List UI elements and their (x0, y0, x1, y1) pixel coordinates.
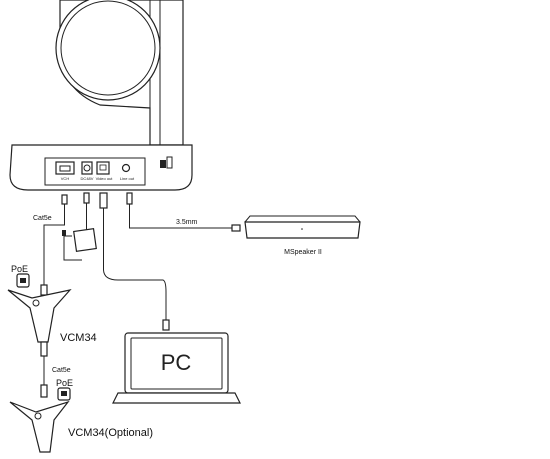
cat5e-cable-bottom: Cat5e (40, 341, 71, 398)
mspeaker-device: MSpeaker II (244, 215, 361, 256)
speaker-label: MSpeaker II (284, 249, 322, 256)
audio-cable-label: 3.5mm (176, 219, 198, 226)
camera-head (55, 0, 184, 146)
cat5e-label-top: Cat5e (33, 215, 52, 222)
port-label-video-out: Video out (96, 176, 114, 181)
power-adapter (62, 192, 97, 261)
vcm34-label: VCM34 (60, 332, 97, 344)
line-out-port (121, 163, 131, 173)
audio-cable: 3.5mm (126, 192, 241, 232)
pc-laptop: PC (112, 332, 241, 404)
dc48v-port (81, 161, 93, 175)
poe-label-top: PoE (11, 264, 28, 274)
cat5e-label-bottom: Cat5e (52, 367, 71, 374)
port-label-line-out: Line out (120, 176, 135, 181)
port-label-dc48v: DC48V (81, 176, 94, 181)
cat5e-cable-top: Cat5e (33, 194, 68, 296)
poe-label-bottom: PoE (56, 378, 73, 388)
pc-label: PC (161, 350, 192, 375)
vcm34-optional-mic: PoE VCM34(Optional) (9, 378, 153, 453)
port-label-vch: VCH (61, 176, 70, 181)
camera-port-panel: VCH DC48V Video out Line out (55, 161, 135, 181)
vcm34-optional-label: VCM34(Optional) (68, 427, 153, 439)
vch-port (55, 161, 75, 175)
vcm34-mic: PoE VCM34 (7, 264, 97, 344)
usb-cable-to-pc (99, 192, 170, 331)
